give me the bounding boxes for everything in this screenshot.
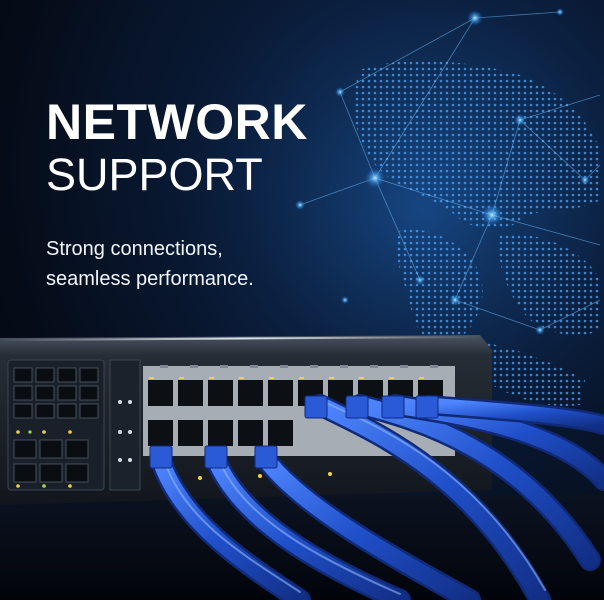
headline-line-1: NETWORK — [46, 94, 308, 150]
tagline-line-1: Strong connections, — [46, 238, 223, 260]
headline-line-2: SUPPORT — [46, 149, 263, 200]
tagline-line-2: seamless performance. — [46, 268, 254, 290]
hero-copy: NETWORK SUPPORT Strong connections, seam… — [46, 96, 308, 294]
ethernet-cable-graphic — [149, 394, 604, 600]
tagline: Strong connections, seamless performance… — [46, 234, 308, 294]
